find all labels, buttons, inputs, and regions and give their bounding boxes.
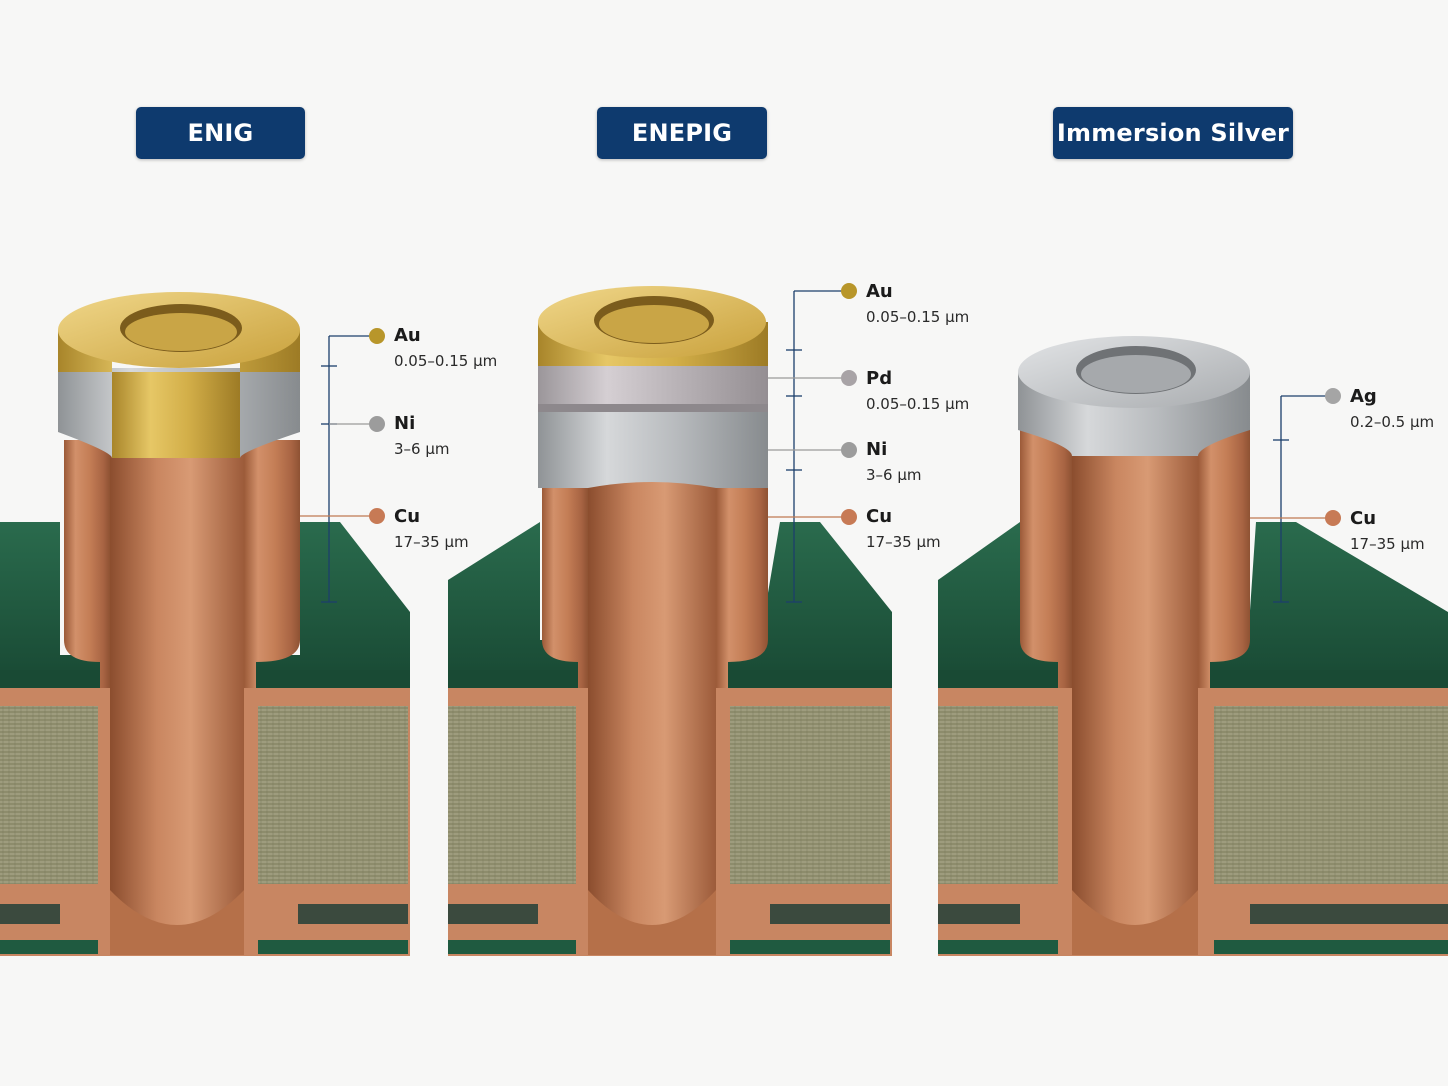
layer-label-pd: Pd 0.05–0.15 µm	[866, 368, 969, 414]
enepig-cross-section	[448, 286, 892, 956]
layer-label-ni: Ni 3–6 µm	[394, 413, 450, 459]
element-symbol: Au	[866, 281, 893, 302]
layer-thickness: 0.2–0.5 µm	[1350, 413, 1435, 431]
layer-thickness: 17–35 µm	[394, 533, 469, 551]
element-symbol: Cu	[394, 506, 421, 527]
layer-label-ni: Ni 3–6 µm	[866, 439, 922, 485]
element-symbol: Pd	[866, 368, 893, 389]
element-symbol: Ni	[394, 413, 416, 434]
layer-label-cu: Cu 17–35 µm	[866, 506, 941, 552]
element-symbol: Cu	[1350, 508, 1377, 529]
layer-thickness: 0.05–0.15 µm	[866, 308, 970, 326]
layer-label-ag: Ag 0.2–0.5 µm	[1350, 386, 1434, 432]
enig-dimension-lines	[300, 335, 370, 603]
title-badge-immersion-silver: Immersion Silver	[1053, 107, 1293, 159]
layer-thickness: 0.05–0.15 µm	[866, 395, 970, 413]
element-symbol: Ag	[1350, 386, 1377, 407]
title-badge-enepig: ENEPIG	[597, 107, 767, 159]
layer-thickness: 17–35 µm	[1350, 535, 1425, 553]
layer-thickness: 3–6 µm	[866, 466, 922, 484]
element-symbol: Cu	[866, 506, 893, 527]
layer-thickness: 0.05–0.15 µm	[394, 352, 498, 370]
layer-label-au: Au 0.05–0.15 µm	[866, 281, 969, 327]
layer-thickness: 3–6 µm	[394, 440, 450, 458]
element-symbol: Au	[394, 325, 421, 346]
silver-dimension-lines	[1250, 395, 1326, 603]
layer-label-cu: Cu 17–35 µm	[1350, 508, 1425, 554]
element-symbol: Ni	[866, 439, 888, 460]
title-badge-enig: ENIG	[136, 107, 305, 159]
enepig-dimension-lines	[768, 290, 842, 603]
layer-marker-dots	[369, 283, 1341, 526]
layer-label-au: Au 0.05–0.15 µm	[394, 325, 497, 371]
layer-thickness: 17–35 µm	[866, 533, 941, 551]
layer-label-cu: Cu 17–35 µm	[394, 506, 469, 552]
enig-cross-section	[0, 292, 410, 956]
immersion-silver-cross-section	[938, 336, 1448, 956]
